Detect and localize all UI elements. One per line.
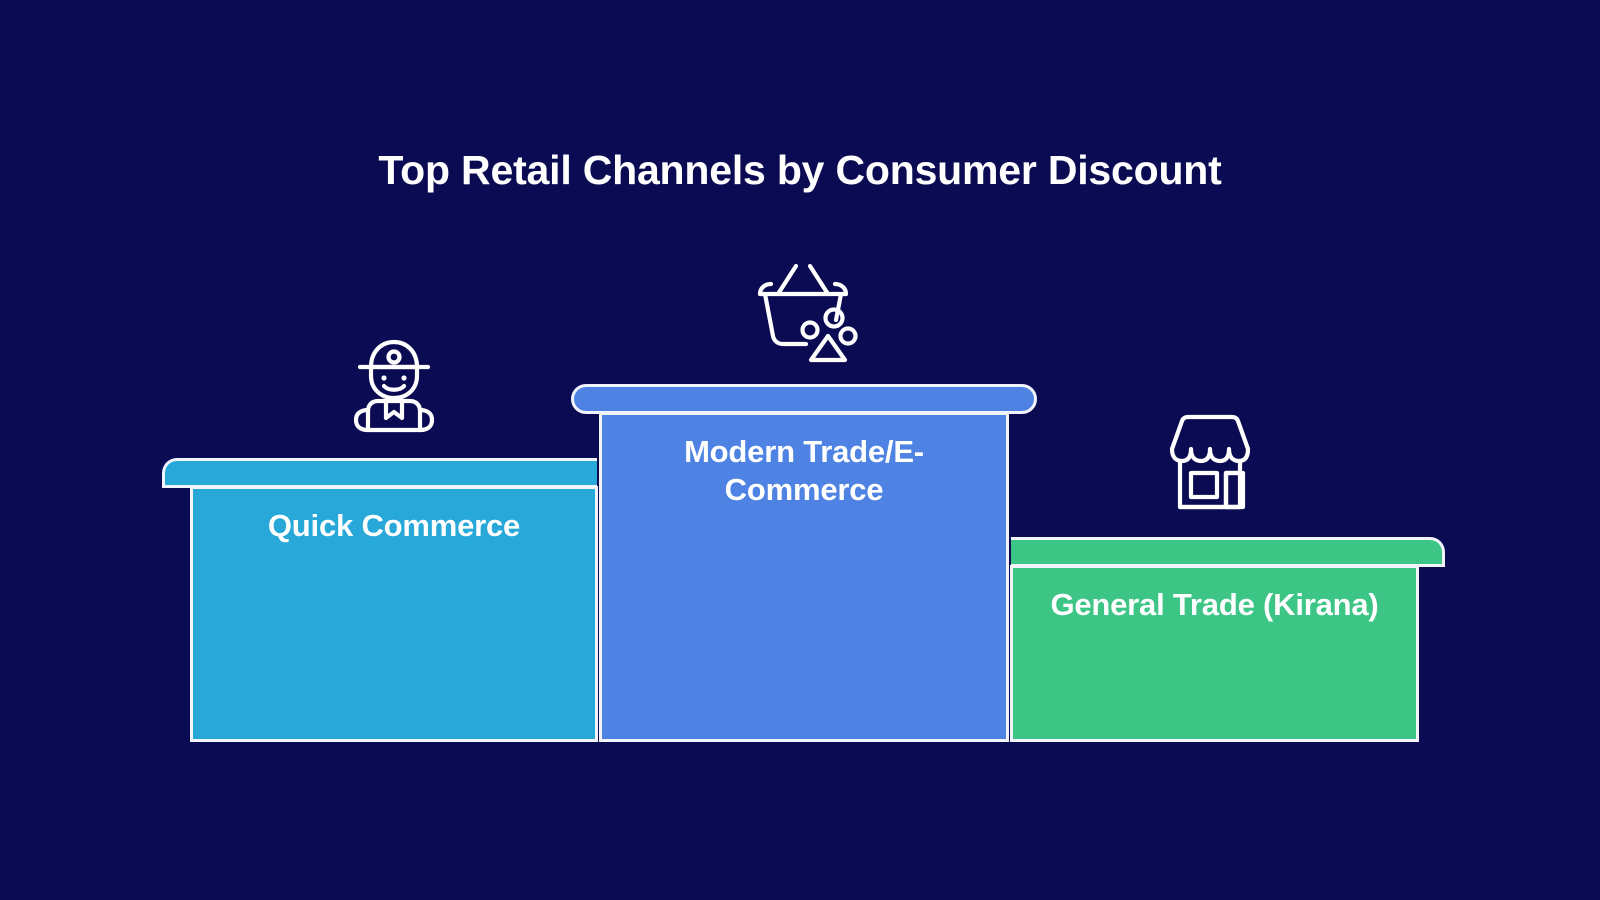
podium-cap-general-trade — [1011, 537, 1445, 567]
podium-bar-quick-commerce[interactable]: Quick Commerce — [190, 486, 598, 742]
delivery-person-icon — [348, 328, 440, 439]
storefront-icon — [1158, 409, 1262, 518]
podium-label-modern-trade: Modern Trade/E-Commerce — [684, 434, 924, 507]
podium-cap-quick-commerce — [162, 458, 597, 488]
podium-label-quick-commerce: Quick Commerce — [267, 508, 521, 543]
podium-cap-modern-trade — [571, 384, 1037, 414]
podium-label-general-trade: General Trade (Kirana) — [1050, 587, 1379, 622]
podium-bar-general-trade[interactable]: General Trade (Kirana) — [1010, 565, 1419, 742]
podium-bar-modern-trade[interactable]: Modern Trade/E-Commerce — [599, 412, 1009, 742]
shopping-basket-icon — [744, 250, 862, 373]
page-title: Top Retail Channels by Consumer Discount — [378, 147, 1222, 193]
